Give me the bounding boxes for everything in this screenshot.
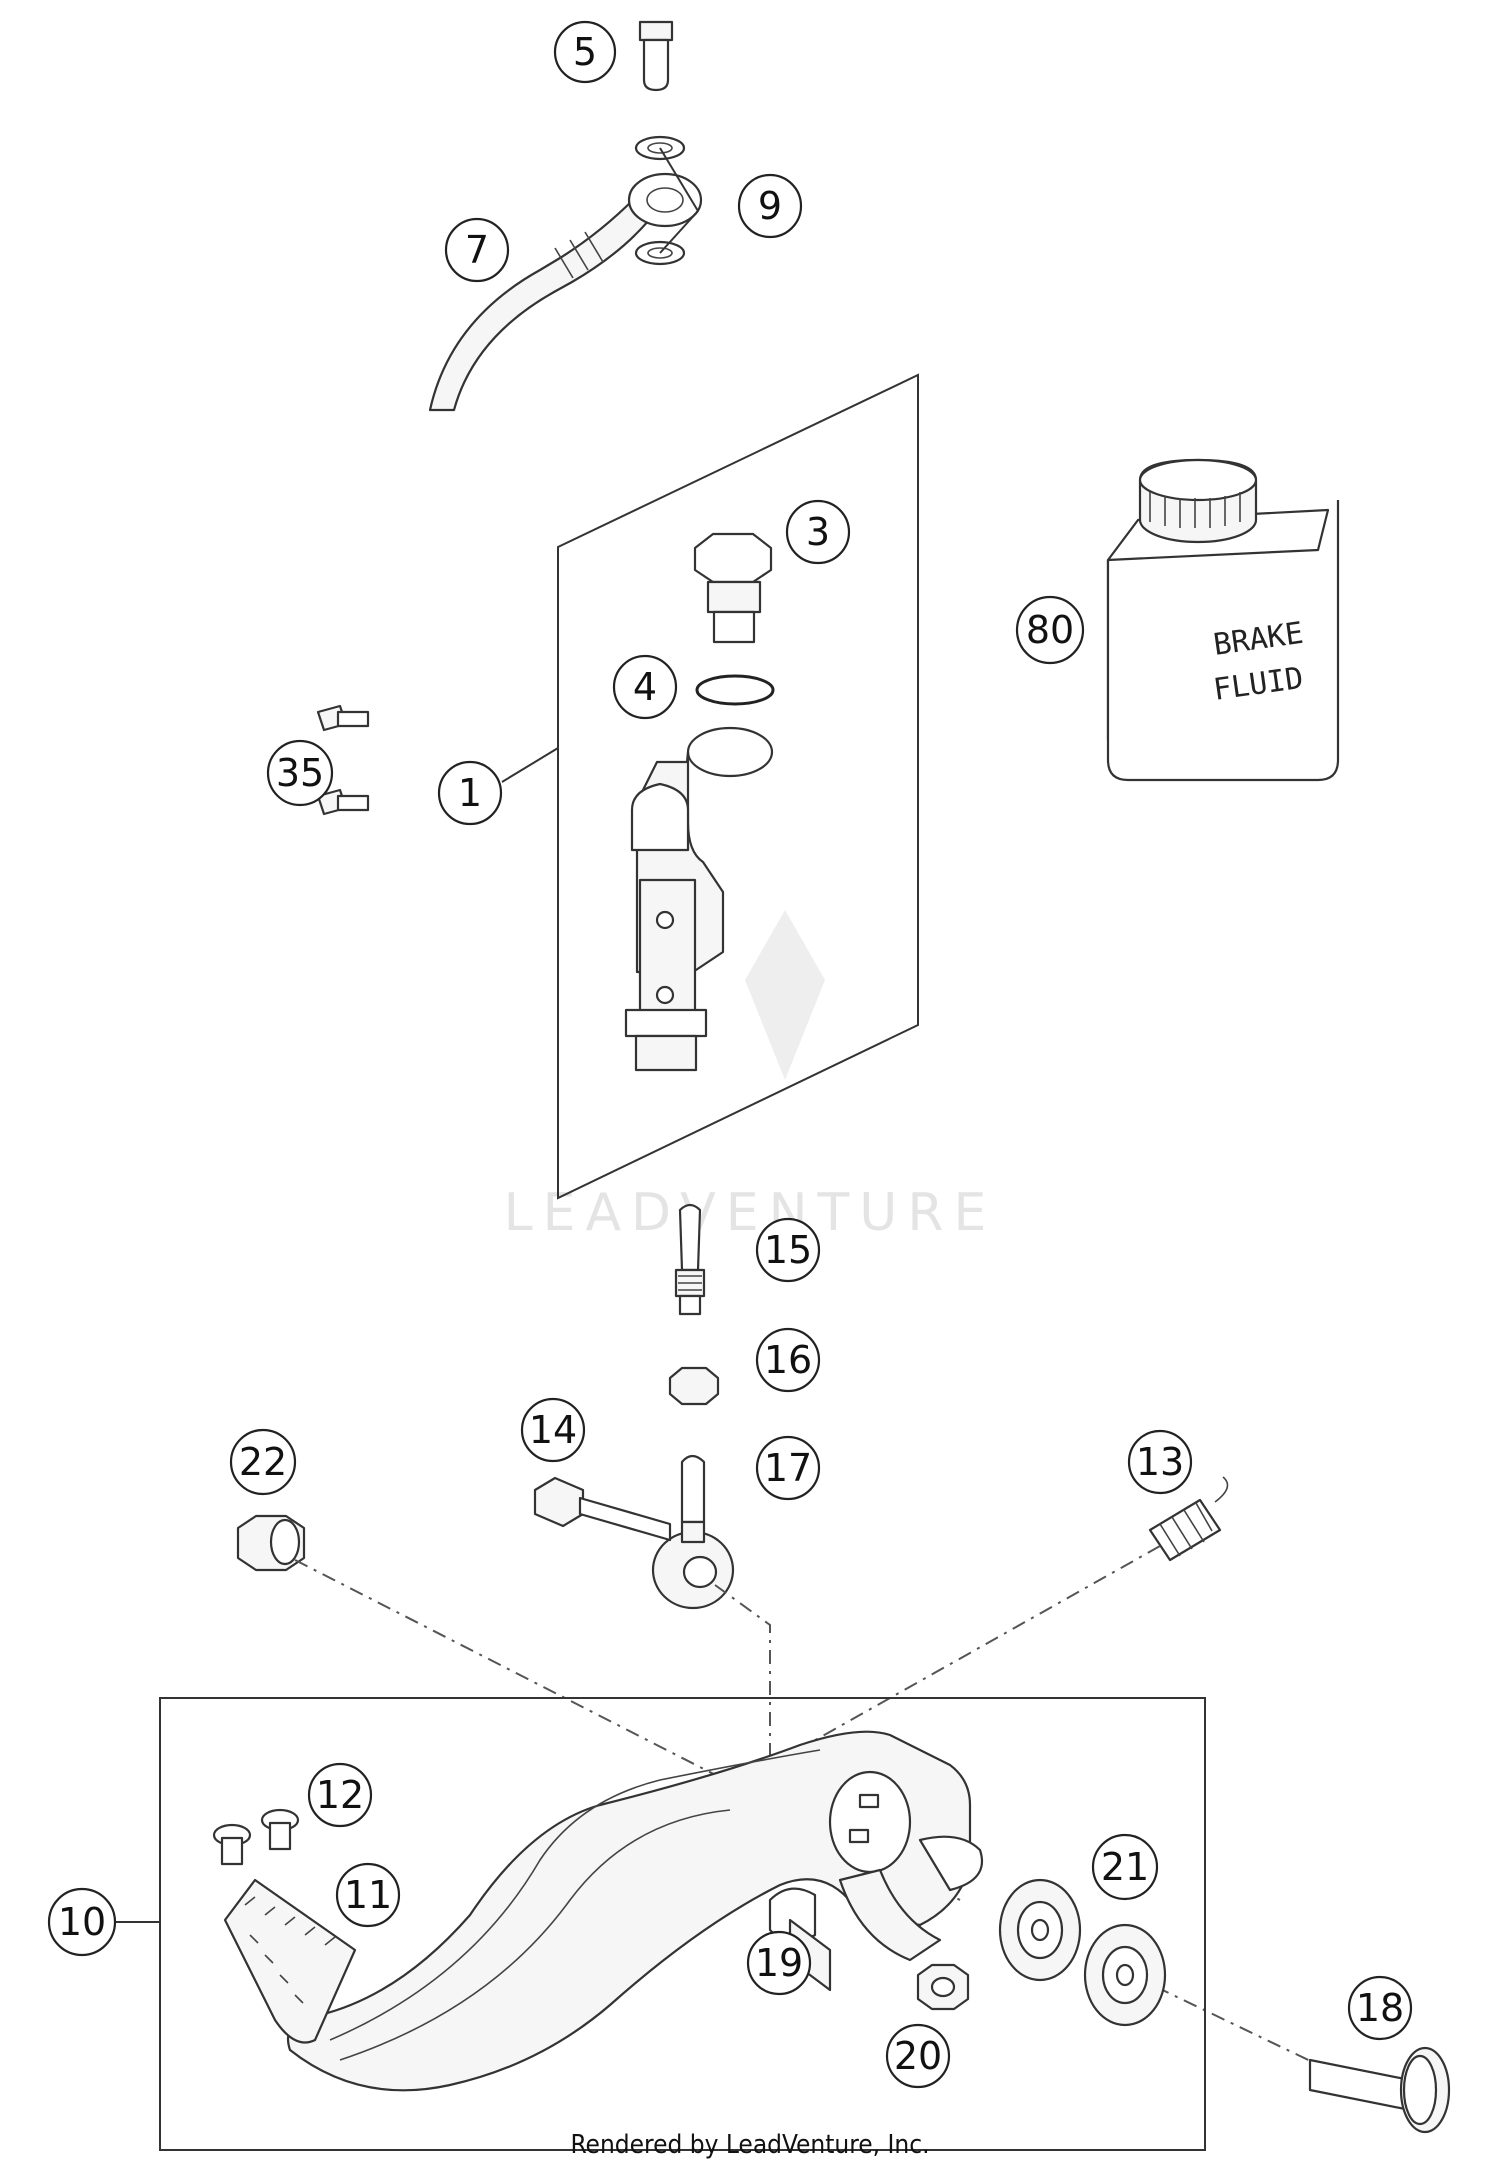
callout-4: 4 [612, 654, 678, 720]
svg-text:9: 9 [758, 184, 782, 228]
part-nut-20 [916, 1963, 970, 2011]
part-o-ring [695, 674, 775, 706]
part-screws-35 [316, 704, 370, 816]
svg-text:13: 13 [1136, 1440, 1184, 1484]
svg-text:7: 7 [465, 228, 489, 272]
watermark: LEADVENTURE [504, 910, 997, 1243]
part-banjo-bolt [638, 20, 674, 92]
callout-9: 9 [737, 173, 803, 239]
svg-text:18: 18 [1356, 1986, 1404, 2030]
footer-credit: Rendered by LeadVenture, Inc. [570, 2130, 930, 2160]
svg-text:16: 16 [764, 1338, 812, 1382]
part-nut-22 [236, 1514, 306, 1572]
callout-3: 3 [785, 499, 851, 565]
callout-12: 12 [307, 1762, 373, 1828]
callout-14: 14 [520, 1397, 586, 1463]
svg-text:80: 80 [1026, 608, 1074, 652]
svg-text:20: 20 [894, 2034, 942, 2078]
callout-21: 21 [1091, 1833, 1159, 1901]
callout-7: 7 [444, 217, 510, 283]
callout-10: 10 [47, 1887, 117, 1957]
callout-22: 22 [229, 1428, 297, 1496]
svg-text:5: 5 [573, 30, 597, 74]
callout-11: 11 [335, 1862, 401, 1928]
svg-text:35: 35 [276, 751, 324, 795]
svg-text:10: 10 [58, 1900, 106, 1944]
part-brake-fluid-can: BRAKE FLUID [1106, 458, 1340, 782]
callout-35: 35 [266, 739, 334, 807]
part-screws-12 [212, 1808, 300, 1866]
part-spring [1148, 1476, 1229, 1562]
callout-19: 19 [746, 1930, 812, 1996]
part-reservoir-fitting [693, 532, 773, 644]
part-brake-pedal [287, 1730, 984, 2092]
part-nut [668, 1366, 720, 1406]
callout-16: 16 [755, 1327, 821, 1393]
svg-text:21: 21 [1101, 1845, 1149, 1889]
svg-text:19: 19 [755, 1941, 803, 1985]
part-clevis-pin [533, 1476, 672, 1542]
callout-80: 80 [1015, 595, 1085, 665]
callout-15: 15 [755, 1217, 821, 1283]
part-clevis [651, 1454, 735, 1610]
svg-text:3: 3 [806, 510, 830, 554]
brake-pedal-frame [159, 1697, 1206, 2151]
svg-text:15: 15 [764, 1228, 812, 1272]
master-cylinder-frame [557, 373, 919, 1200]
callout-1: 1 [437, 760, 503, 826]
part-push-rod [674, 1203, 706, 1316]
part-brake-hose [428, 172, 703, 412]
part-step-plate [223, 1878, 357, 2044]
callout-13: 13 [1127, 1429, 1193, 1495]
part-bearings [998, 1878, 1167, 2027]
watermark-text: LEADVENTURE [504, 1183, 997, 1243]
callout-5: 5 [553, 20, 617, 84]
svg-text:12: 12 [316, 1773, 364, 1817]
leader-lines [116, 147, 699, 1923]
callout-20: 20 [885, 2023, 951, 2089]
svg-text:17: 17 [764, 1446, 812, 1490]
part-master-cylinder [624, 726, 774, 1072]
svg-text:22: 22 [239, 1440, 287, 1484]
part-pivot-bolt [1308, 2046, 1451, 2134]
svg-text:4: 4 [633, 665, 657, 709]
svg-text:1: 1 [458, 771, 482, 815]
svg-text:14: 14 [529, 1408, 577, 1452]
callout-17: 17 [755, 1435, 821, 1501]
svg-text:11: 11 [344, 1873, 392, 1917]
callout-18: 18 [1347, 1975, 1413, 2041]
